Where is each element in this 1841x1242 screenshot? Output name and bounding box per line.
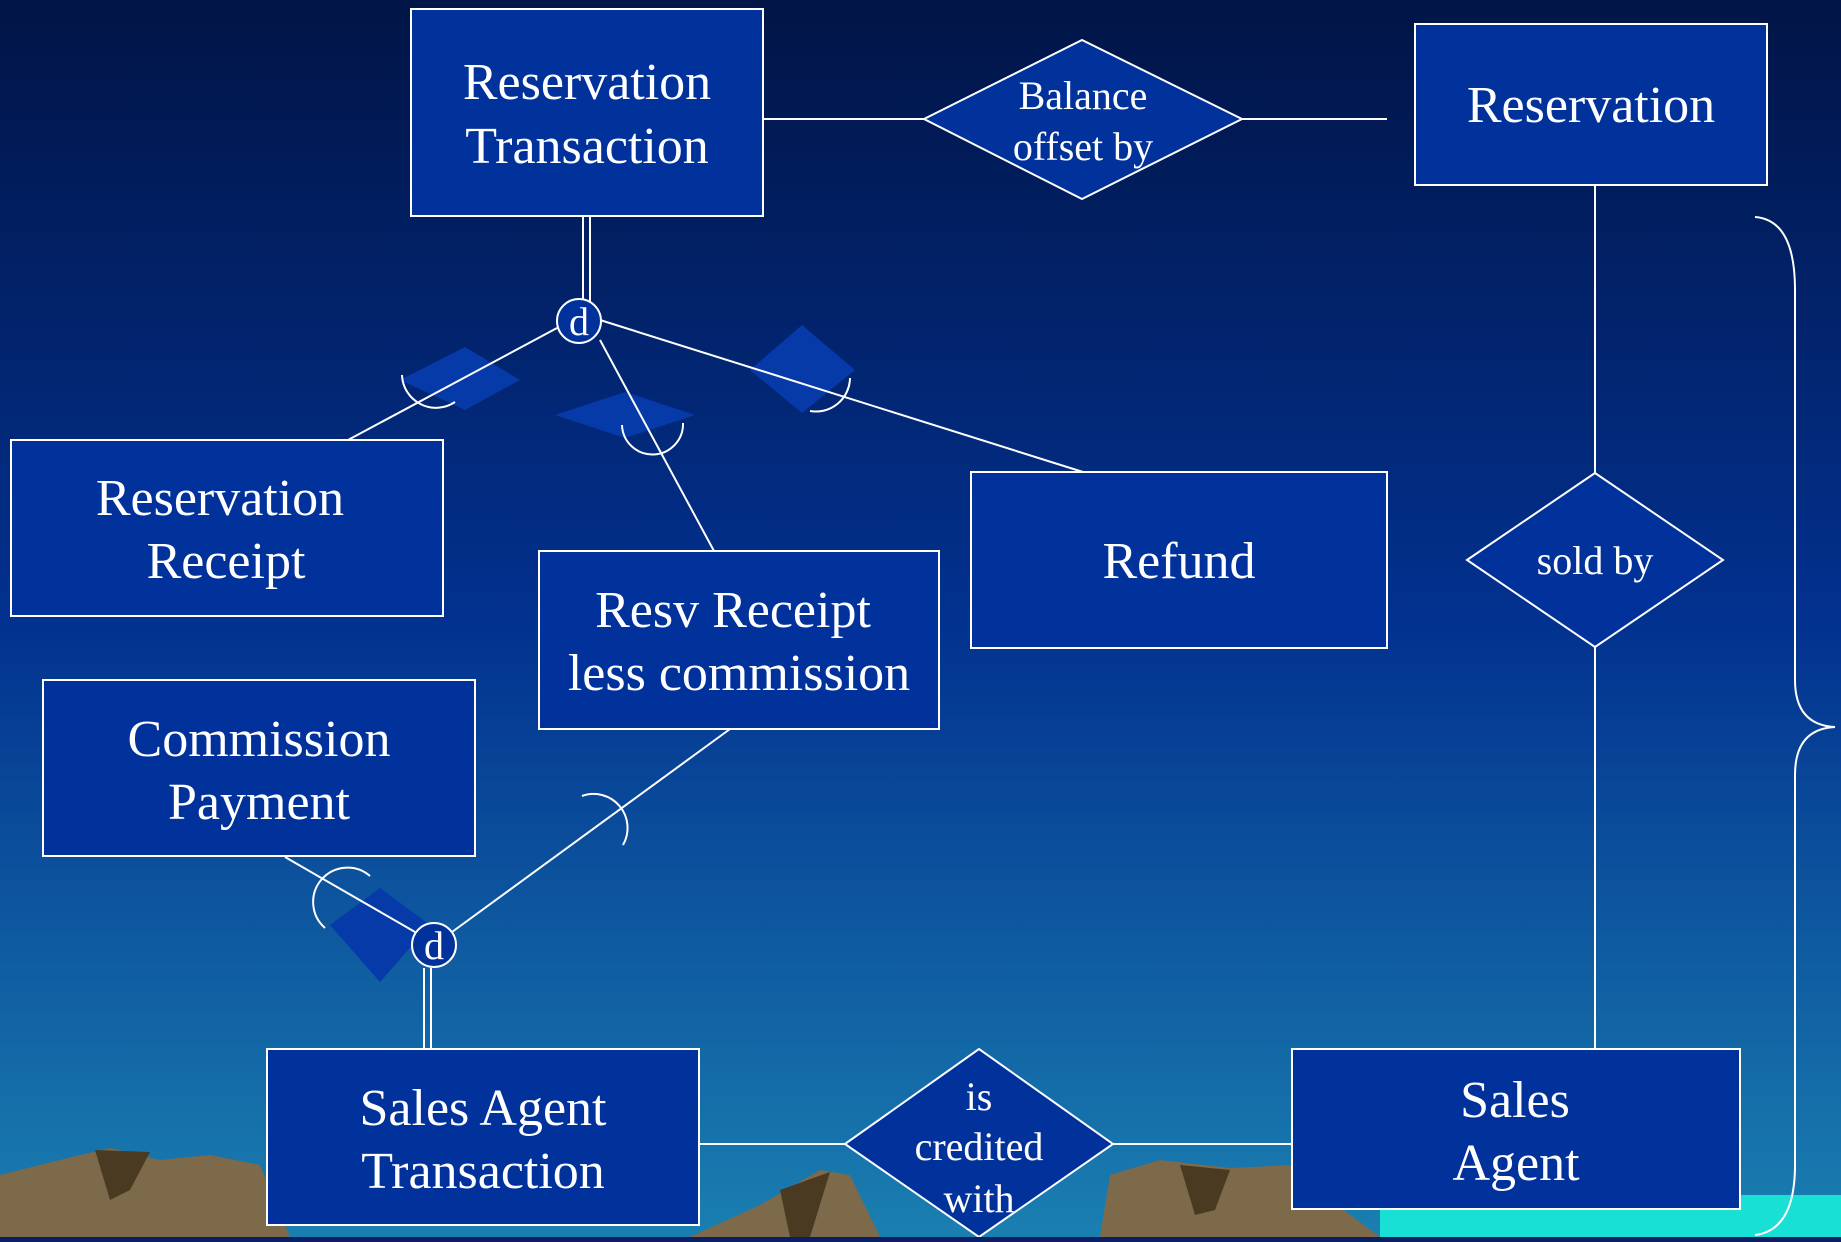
relationship-label: is [966,1074,993,1119]
relationship-sold-by[interactable]: sold by [1465,471,1725,649]
entity-reservation[interactable]: Reservation [1414,23,1768,186]
relationship-label: credited [915,1124,1044,1169]
entity-reservation-receipt[interactable]: Reservation Receipt [10,439,444,617]
subset-arcs [312,374,851,929]
subset-symbol [312,866,371,929]
entity-label: Reservation [463,54,711,111]
ghost-diamond [400,347,520,410]
subtype-line-refund [599,319,1084,473]
entity-label: Sales Agent [360,1080,608,1137]
connector-lines [284,118,1596,1145]
relationship-label: sold by [1537,538,1654,583]
subset-symbol [809,377,851,413]
disjoint-symbol-upper: d [556,298,602,344]
entity-label: Transaction [465,118,709,175]
subset-symbol [581,793,629,846]
entity-refund[interactable]: Refund [970,471,1388,649]
entity-label: Refund [1102,533,1255,590]
subtype-line-receipt [347,327,558,441]
subtype-line-resv-less-lower [451,728,731,933]
right-curly-brace [1754,216,1836,1236]
ghost-diamond [555,392,695,438]
entity-label: Resv Receipt [595,582,871,639]
disjoint-symbol-lower: d [411,922,457,968]
entity-sales-agent[interactable]: Sales Agent [1291,1048,1741,1210]
relationship-label: Balance [1019,73,1148,118]
entity-reservation-transaction[interactable]: Reservation Transaction [410,8,764,217]
mountain-range-image [0,1148,1380,1237]
entity-label: Reservation [1467,77,1715,134]
entity-label: Sales [1460,1072,1570,1129]
entity-label: Payment [168,774,351,831]
subtype-line-commission [284,856,416,933]
entity-sales-agent-transaction[interactable]: Sales Agent Transaction [266,1048,700,1226]
relationship-balance-offset-by[interactable]: Balance offset by [921,38,1245,201]
entity-commission-payment[interactable]: Commission Payment [42,679,476,857]
relationship-label: with [943,1176,1014,1221]
entity-label: Receipt [147,533,306,590]
entity-label: less commission [568,645,910,702]
entity-label: Transaction [361,1143,605,1200]
subset-symbol [621,422,685,456]
entity-label: Agent [1452,1135,1580,1192]
subtype-line-resv-less [599,339,715,552]
relationship-label: offset by [1013,124,1153,169]
relationship-is-credited-with[interactable]: is credited with [843,1047,1115,1239]
ghost-diamond [330,888,430,982]
entity-resv-receipt-less-commission[interactable]: Resv Receipt less commission [538,550,940,730]
subset-symbol [401,374,456,409]
disjoint-label: d [569,299,589,344]
entity-label: Reservation [96,470,344,527]
entity-label: Commission [128,711,391,768]
disjoint-label: d [424,923,444,968]
